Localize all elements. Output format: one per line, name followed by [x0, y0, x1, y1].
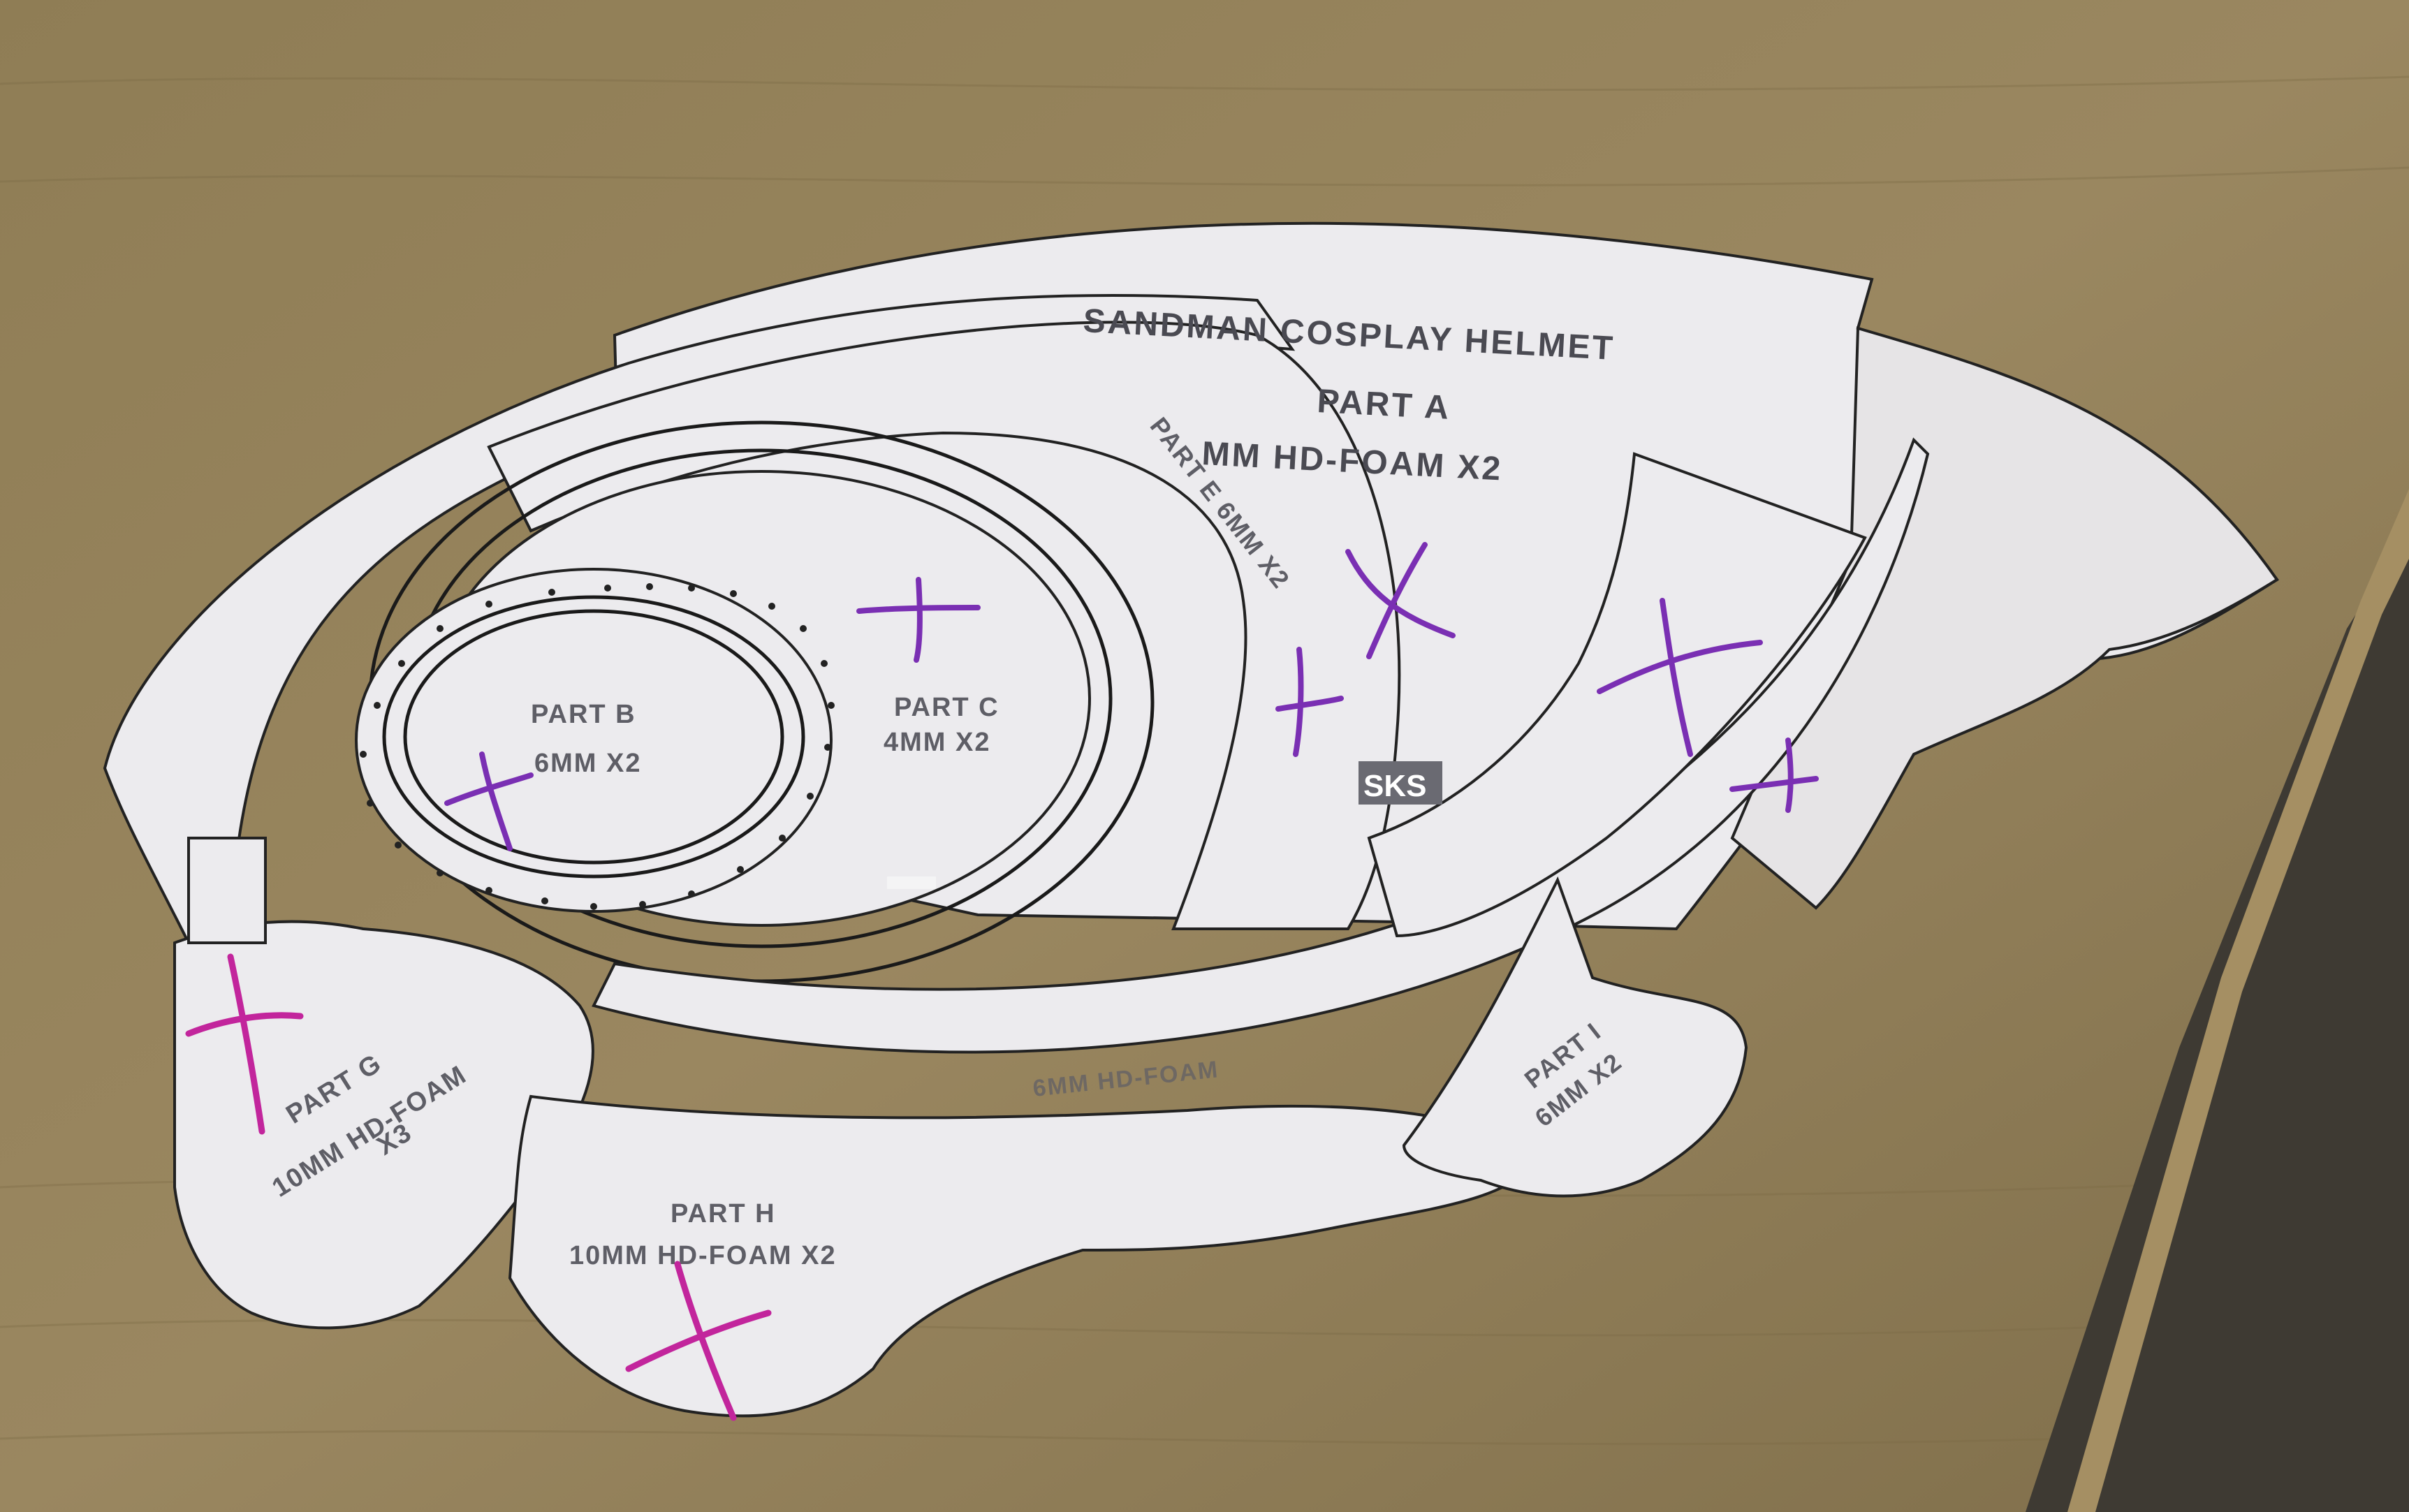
diagonal-strip-piece	[1367, 452, 1867, 938]
part-b-name: PART B	[531, 700, 636, 729]
strap-piece	[187, 837, 267, 944]
sks-logo-block	[1359, 761, 1442, 805]
part-h-name: PART H	[671, 1199, 776, 1228]
part-back-sheet	[1730, 326, 2279, 910]
part-i-piece	[1402, 876, 1748, 1198]
part-c-name: PART C	[894, 693, 1000, 722]
part-a-name: PART A	[1316, 383, 1451, 427]
part-h-piece	[508, 1094, 1539, 1418]
part-b-holes	[360, 583, 835, 910]
part-e-piece	[487, 321, 1401, 930]
sks-logo-text: SKS	[1363, 769, 1426, 803]
part-c-spec: 4MM X2	[884, 728, 990, 757]
marker-crosses	[185, 542, 1819, 1421]
part-b-ring	[355, 568, 833, 913]
long-strip-piece	[592, 437, 1930, 1054]
part-b-spec: 6MM X2	[534, 749, 641, 778]
tape-piece	[887, 876, 936, 889]
part-h-spec: 10MM HD-FOAM X2	[569, 1241, 837, 1270]
